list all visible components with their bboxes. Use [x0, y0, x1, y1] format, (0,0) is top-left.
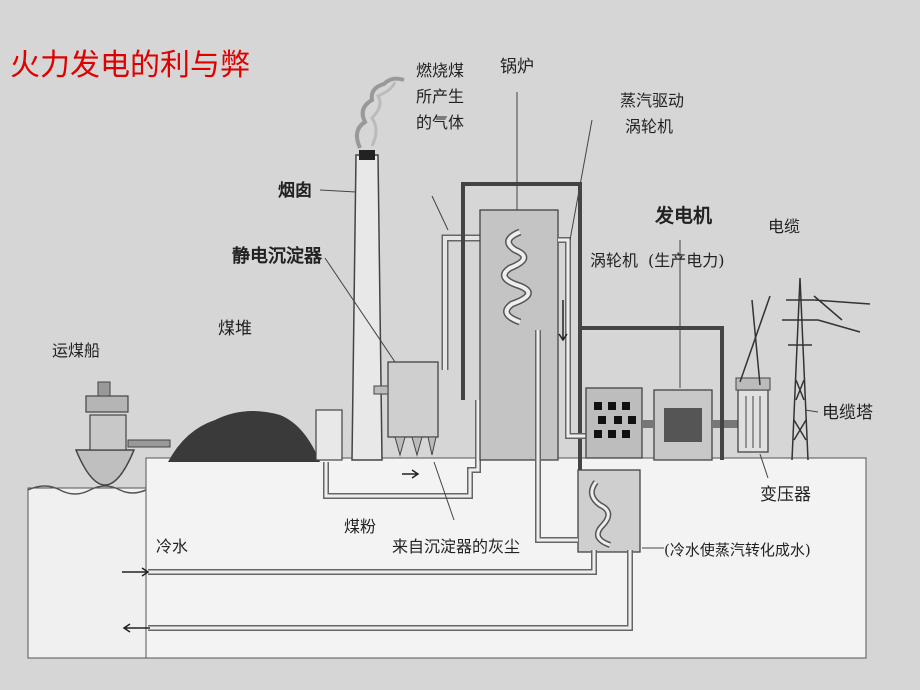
coal-pile-label: 煤堆	[218, 319, 252, 339]
svg-text:涡轮机: 涡轮机	[625, 117, 673, 136]
svg-text:蒸汽驱动: 蒸汽驱动	[620, 91, 684, 110]
chimney-label: 烟囱	[278, 180, 312, 201]
coal-hopper	[315, 409, 343, 461]
generator-label: 发电机	[654, 204, 712, 227]
condense-label: (冷水使蒸汽转化成水)	[664, 541, 811, 559]
water-arrow-out-icon	[122, 623, 150, 633]
transformer-label: 变压器	[760, 485, 811, 505]
boiler-label: 锅炉	[500, 57, 534, 77]
coal-ship-label: 运煤船	[52, 341, 100, 360]
chimney-icon	[351, 76, 405, 461]
ash-label: 来自沉淀器的灰尘	[392, 537, 520, 556]
leader-lines	[319, 92, 819, 549]
cable-label: 电缆	[768, 217, 800, 236]
esp-label: 静电沉淀器	[232, 245, 323, 267]
chimney-gas-label: 燃烧煤 所产生 的气体	[416, 61, 464, 132]
steam-arrow-icon	[558, 300, 568, 342]
power-line	[580, 326, 724, 460]
ground	[145, 457, 867, 659]
coal-pile-icon	[168, 411, 320, 462]
coal-powder-label: 煤粉	[344, 517, 376, 536]
condenser-icon	[577, 469, 641, 553]
generator-note-label: (生产电力)	[648, 251, 725, 270]
esp-icon	[373, 361, 439, 457]
page-title: 火力发电的利与弊	[10, 48, 250, 83]
svg-text:所产生: 所产生	[416, 87, 464, 106]
tower-label: 电缆塔	[822, 403, 873, 423]
cold-water-label: 冷水	[156, 537, 188, 556]
svg-text:燃烧煤: 燃烧煤	[416, 61, 464, 80]
pylon-icon	[739, 277, 871, 461]
water-arrow-in-icon	[122, 567, 150, 577]
turbine-icon	[585, 387, 643, 459]
boiler-icon	[479, 209, 559, 461]
turbine-label: 涡轮机	[590, 251, 638, 270]
conveyor	[127, 439, 171, 448]
steam-turbine-label: 蒸汽驱动 涡轮机	[620, 91, 684, 136]
generator-icon	[642, 389, 740, 461]
coal-ship-icon	[74, 381, 136, 486]
flow-arrow-icon	[402, 469, 420, 479]
transformer-icon	[735, 377, 771, 453]
svg-text:的气体: 的气体	[416, 113, 464, 132]
